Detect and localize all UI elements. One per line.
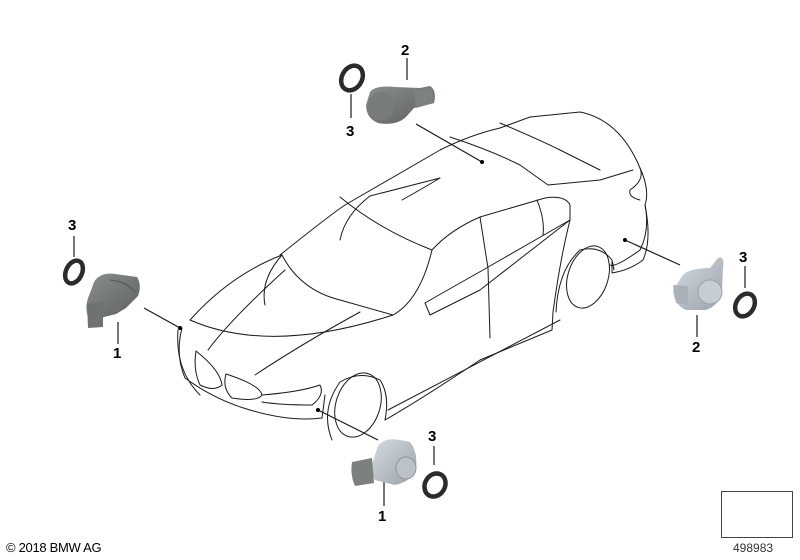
callout-number[interactable]: 3 bbox=[428, 428, 437, 445]
ring-left-part-3[interactable] bbox=[62, 258, 87, 287]
ring-right-part-3[interactable] bbox=[731, 290, 759, 320]
callout-number[interactable]: 3 bbox=[68, 217, 77, 234]
callout-number[interactable]: 1 bbox=[378, 508, 387, 525]
car-outline bbox=[177, 111, 649, 441]
ring-bottom-part-3[interactable] bbox=[420, 470, 449, 501]
sensor-right-part-2[interactable] bbox=[673, 257, 724, 310]
ring-top-part-3[interactable] bbox=[337, 62, 367, 95]
copyright-text: © 2018 BMW AG bbox=[6, 540, 102, 555]
callout-number[interactable]: 2 bbox=[692, 339, 701, 356]
callout-number[interactable]: 3 bbox=[346, 123, 355, 140]
callout-number[interactable]: 1 bbox=[113, 345, 122, 362]
sensor-bottom-part-1[interactable] bbox=[351, 439, 417, 486]
attachment-dots bbox=[178, 160, 627, 412]
callout-number[interactable]: 3 bbox=[739, 249, 748, 266]
sensor-left-part-1[interactable] bbox=[86, 273, 140, 328]
leader-lines bbox=[73, 58, 746, 506]
sensor-top-part-2[interactable] bbox=[366, 86, 435, 124]
diagram-number: 498983 bbox=[733, 541, 774, 555]
navigate-back-button[interactable] bbox=[721, 491, 793, 538]
callout-number[interactable]: 2 bbox=[401, 42, 410, 59]
